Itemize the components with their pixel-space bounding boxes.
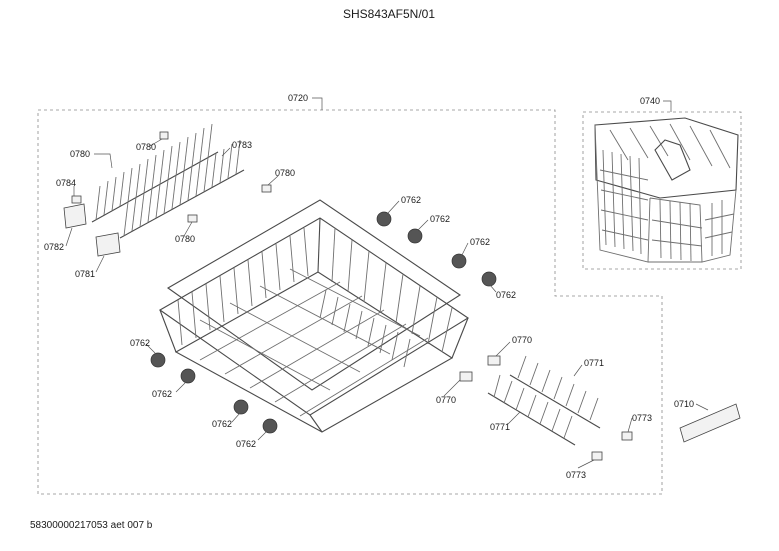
callout-0780-d: 0780 xyxy=(175,234,195,244)
label-0740: 0740 xyxy=(640,96,660,106)
tine-row-0783 xyxy=(91,123,245,239)
clip-0784 xyxy=(71,195,82,204)
callout-0762-4: 0762 xyxy=(496,290,516,300)
clip-0780-bottom xyxy=(187,214,198,223)
callout-0781: 0781 xyxy=(75,269,95,279)
clip-0773-a xyxy=(621,431,633,441)
callout-0780-c: 0780 xyxy=(275,168,295,178)
wheel-1 xyxy=(376,211,392,227)
callout-0771-a: 0771 xyxy=(584,358,604,368)
callout-0770-b: 0770 xyxy=(436,395,456,405)
holder-0782 xyxy=(63,203,87,229)
callout-0762-5: 0762 xyxy=(130,338,150,348)
callout-0783: 0783 xyxy=(232,140,252,150)
callout-0773-a: 0773 xyxy=(632,413,652,423)
wheel-7 xyxy=(233,399,249,415)
leader-0740 xyxy=(663,100,672,112)
cutlery-basket xyxy=(594,117,739,263)
cutlery-basket-frame xyxy=(582,111,742,270)
wheel-8 xyxy=(262,418,278,434)
wheel-3 xyxy=(451,253,467,269)
callout-0762-3: 0762 xyxy=(470,237,490,247)
callout-0762-6: 0762 xyxy=(152,389,172,399)
clip-0780-right xyxy=(261,184,272,193)
callout-0771-b: 0771 xyxy=(490,422,510,432)
clip-0770-b xyxy=(459,371,473,382)
lower-basket xyxy=(158,199,470,433)
clip-0780-top xyxy=(159,131,169,140)
callout-0762-7: 0762 xyxy=(212,419,232,429)
clip-0773-b xyxy=(591,451,603,461)
callout-0782: 0782 xyxy=(44,242,64,252)
callout-0780-b: 0780 xyxy=(136,142,156,152)
callout-0770-a: 0770 xyxy=(512,335,532,345)
wheel-6 xyxy=(180,368,196,384)
wheel-2 xyxy=(407,228,423,244)
callout-0762-1: 0762 xyxy=(401,195,421,205)
label-0720: 0720 xyxy=(288,93,308,103)
callout-0762-8: 0762 xyxy=(236,439,256,449)
rack-assembly-frame xyxy=(37,109,663,495)
callout-0762-2: 0762 xyxy=(430,214,450,224)
clip-0770-a xyxy=(487,355,501,366)
leader-lines xyxy=(65,138,709,469)
model-number: SHS843AF5N/01 xyxy=(343,7,435,21)
callout-0780-a: 0780 xyxy=(70,149,90,159)
wheel-4 xyxy=(481,271,497,287)
wheels xyxy=(150,211,497,434)
document-id: 58300000217053 aet 007 b xyxy=(30,520,153,531)
wheel-5 xyxy=(150,352,166,368)
callout-0710: 0710 xyxy=(674,399,694,409)
callout-labels: 0780 0780 0783 0780 0784 0780 0782 0781 … xyxy=(44,140,694,480)
cup-shelf xyxy=(459,355,633,461)
handle-0710 xyxy=(679,403,741,443)
callout-0773-b: 0773 xyxy=(566,470,586,480)
holder-0781 xyxy=(95,232,121,257)
leader-0720 xyxy=(312,97,323,110)
callout-0784: 0784 xyxy=(56,178,76,188)
